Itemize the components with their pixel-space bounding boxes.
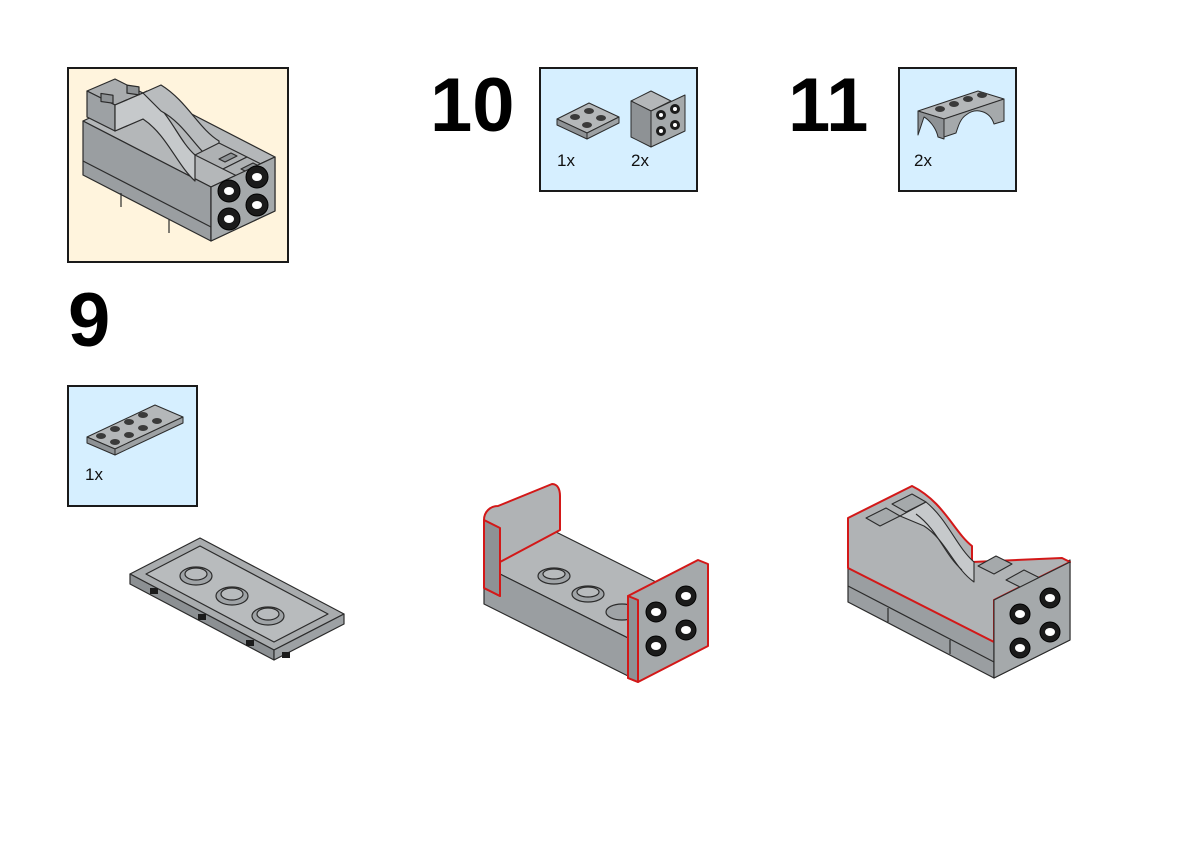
part-quantity: 1x	[85, 465, 103, 484]
plate-2x4-icon	[86, 404, 184, 456]
bracket-1x2-2x2-icon	[630, 90, 686, 148]
step-9-assembly-image	[129, 537, 345, 661]
plate-2x2-icon	[556, 102, 620, 140]
submodel-preview	[67, 67, 289, 263]
step-10-assembly-image	[483, 483, 709, 683]
parts-list: 1x	[67, 385, 198, 507]
parts-list: 2x	[898, 67, 1017, 192]
finished-assembly-icon	[82, 78, 276, 242]
step-number: 9	[68, 278, 111, 363]
arch-1x4-icon	[917, 90, 1005, 140]
part-quantity: 2x	[631, 151, 649, 170]
parts-list: 1x 2x	[539, 67, 698, 192]
stud-group	[217, 165, 269, 231]
part-quantity: 1x	[557, 151, 575, 170]
part-quantity: 2x	[914, 151, 932, 170]
step-number: 10	[430, 63, 515, 148]
step-11-assembly-image	[847, 485, 1071, 679]
step-number: 11	[788, 63, 869, 148]
